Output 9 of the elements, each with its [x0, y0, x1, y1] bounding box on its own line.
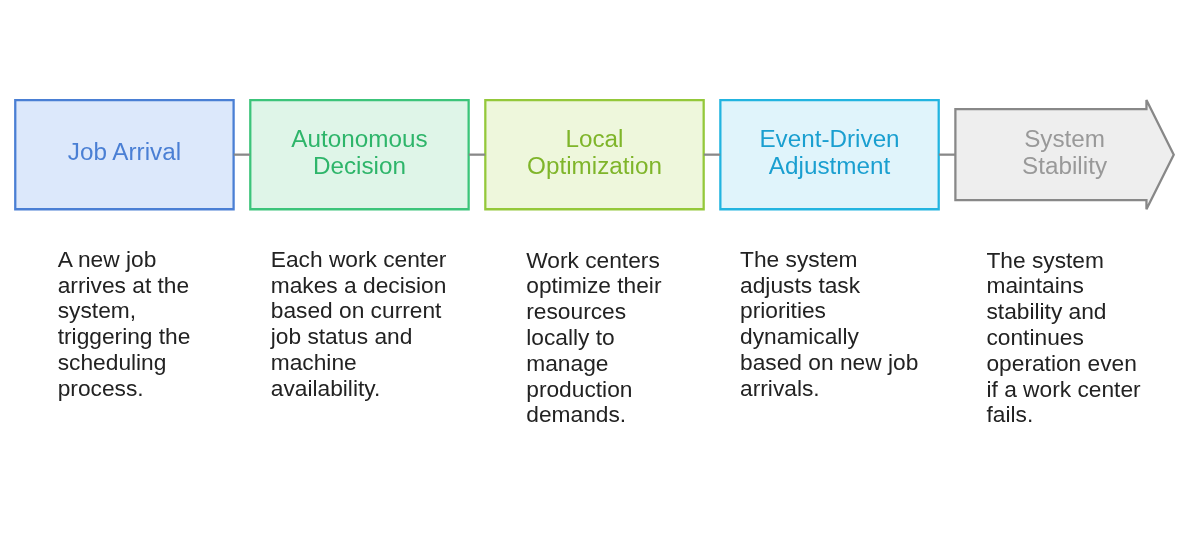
node-label: A new job arrives at the system, triggering the scheduling process.: [57, 245, 191, 401]
node-label: Work centers optimize their resources locally to manage production demands.: [526, 246, 662, 427]
node-label: The system maintains stability and continues operation even if a work center fails.: [986, 246, 1141, 427]
node-label: Each work center makes a decision based on current job status and machine availability.: [270, 245, 447, 401]
node-box: Event-Driven Adjustment: [719, 98, 940, 210]
node-label: The system adjusts task priorities dynamically based on new job arrivals.: [740, 245, 919, 401]
node-box: Job Arrival: [14, 98, 235, 210]
node-box: Local Optimization: [484, 98, 705, 210]
node-box: Autonomous Decision: [249, 98, 470, 210]
